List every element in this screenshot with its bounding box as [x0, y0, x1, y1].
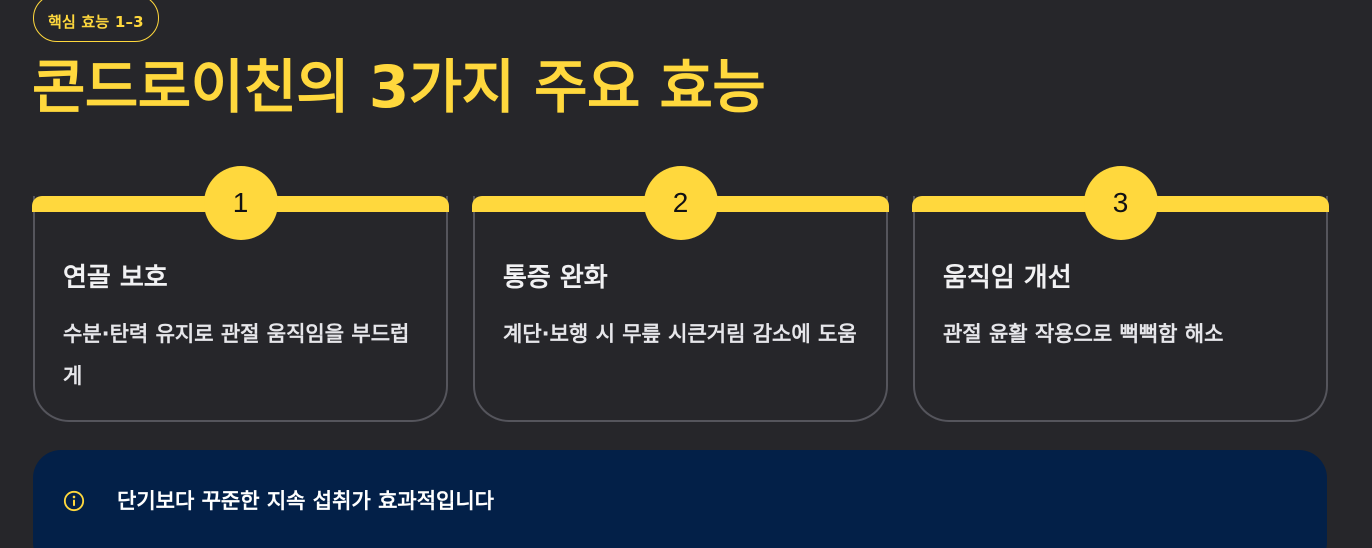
card-number-badge: 3	[1083, 166, 1158, 240]
section-badge: 핵심 효능 1–3	[33, 0, 159, 42]
benefit-card-1: 1 연골 보호 수분·탄력 유지로 관절 움직임을 부드럽게	[32, 166, 449, 422]
card-number-badge: 1	[203, 166, 278, 240]
card-description: 계단·보행 시 무릎 시큰거림 감소에 도움	[503, 322, 857, 346]
card-number-badge: 2	[643, 166, 718, 240]
benefit-card-2: 2 통증 완화 계단·보행 시 무릎 시큰거림 감소에 도움	[472, 166, 889, 422]
benefit-card-3: 3 움직임 개선 관절 윤활 작용으로 뻑뻑함 해소	[912, 166, 1329, 422]
page-title: 콘드로이친의 3가지 주요 효능	[32, 53, 766, 121]
notice-banner: 단기보다 꾸준한 지속 섭취가 효과적입니다	[33, 450, 1327, 548]
notice-text: 단기보다 꾸준한 지속 섭취가 효과적입니다	[117, 489, 495, 513]
card-title: 통증 완화	[503, 263, 608, 293]
card-description: 수분·탄력 유지로 관절 움직임을 부드럽게	[63, 322, 410, 388]
info-icon	[63, 490, 85, 512]
card-title: 연골 보호	[63, 263, 168, 293]
card-title: 움직임 개선	[943, 263, 1072, 293]
card-description: 관절 윤활 작용으로 뻑뻑함 해소	[943, 322, 1224, 346]
